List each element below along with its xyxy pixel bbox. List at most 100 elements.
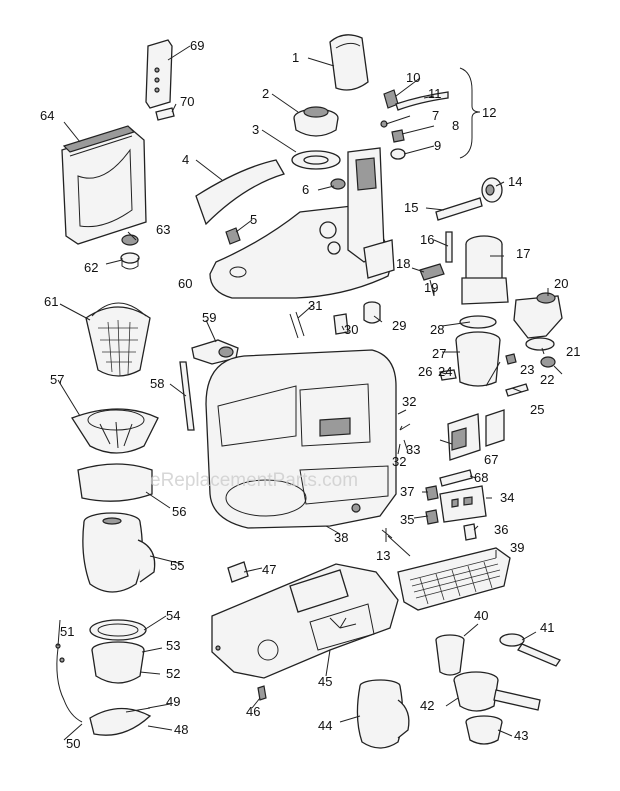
part-13-screw [381,528,393,542]
part-30-plug [333,313,349,335]
bracket-12 [459,67,481,159]
part-40-cup [435,634,465,676]
part-70-block [155,107,175,121]
callout-6: 6 [302,182,309,197]
callout-70: 70 [180,94,194,109]
callout-34: 34 [500,490,514,505]
callout-69: 69 [190,38,204,53]
part-48-49-clip [89,707,152,736]
callout-60: 60 [178,276,192,291]
callout-63: 63 [156,222,170,237]
callout-25: 25 [530,402,544,417]
callout-59: 59 [202,310,216,325]
callout-14: 14 [508,174,522,189]
part-60-upper-housing [209,147,395,299]
callout-36: 36 [494,522,508,537]
part-34-pcb [439,485,487,523]
callout-64: 64 [40,108,54,123]
callout-41: 41 [540,620,554,635]
part-43-filter-insert [465,715,503,745]
callout-11: 11 [428,86,442,101]
leader-lines [57,45,563,741]
callout-15: 15 [404,200,418,215]
part-18-pump [461,235,509,305]
part-44-thermal-carafe [356,679,410,749]
part-46-screw [257,685,267,701]
callout-57: 57 [50,372,64,387]
part-55-carafe [82,512,156,593]
callout-16: 16 [420,232,434,247]
part-39-drip-grate [397,547,511,611]
callout-54: 54 [166,608,180,623]
part-53-52-base [91,641,145,684]
callout-20: 20 [554,276,568,291]
part-28-27-tank [455,315,501,387]
callout-68: 68 [474,470,488,485]
callout-56: 56 [172,504,186,519]
part-54-ring [89,619,147,641]
part-64-reservoir [61,125,147,245]
callout-10: 10 [406,70,420,85]
part-69-clip [145,39,173,109]
part-14-motor-cap [481,177,503,203]
callout-29: 29 [392,318,406,333]
callout-17: 17 [516,246,530,261]
part-4-shroud [195,159,285,226]
part-68-strip [439,469,473,487]
callout-42: 42 [420,698,434,713]
part-47-tab [227,561,249,583]
callout-9: 9 [434,138,441,153]
callout-61: 61 [44,294,58,309]
part-32-33-terminals [397,409,411,453]
callout-31: 31 [308,298,322,313]
callout-24: 24 [438,364,452,379]
callout-62: 62 [84,260,98,275]
callout-8: 8 [452,118,459,133]
part-16-tube [445,231,453,263]
callout-28: 28 [430,322,444,337]
callout-18: 18 [396,256,410,271]
watermark: eReplacementParts.com [150,470,358,491]
callout-32: 32 [402,394,416,409]
callout-49: 49 [166,694,180,709]
callout-7: 7 [432,108,439,123]
callout-46: 46 [246,704,260,719]
part-3-gasket [291,150,341,170]
callout-67: 67 [484,452,498,467]
callout-21: 21 [566,344,580,359]
part-35-36-37-switches [425,485,477,541]
callout-55: 55 [170,558,184,573]
callout-4: 4 [182,152,189,167]
callout-22: 22 [540,372,554,387]
callout-27: 27 [432,346,446,361]
callout-52: 52 [166,666,180,681]
part-62-63-valve [120,234,140,270]
callout-51: 51 [60,624,74,639]
callout-5: 5 [250,212,257,227]
callout-23: 23 [520,362,534,377]
callout-13: 13 [376,548,390,563]
part-38-main-housing [205,349,397,529]
part-56-shroud [77,463,153,502]
callout-44: 44 [318,718,332,733]
callout-43: 43 [514,728,528,743]
part-50-51-cord [55,643,83,723]
part-31-spring [289,311,305,339]
part-45-bottom-plate [211,563,399,679]
callout-19: 19 [424,280,438,295]
callout-12: 12 [482,105,496,120]
callout-32: 32 [392,454,406,469]
callout-30: 30 [344,322,358,337]
part-15-rod [435,197,483,221]
part-1-cover [329,34,369,91]
part-2-knob [293,106,339,137]
callout-47: 47 [262,562,276,577]
callout-40: 40 [474,608,488,623]
callout-58: 58 [150,376,164,391]
part-41-scoop [499,633,561,667]
part-58-tube [179,361,195,431]
part-29-cap [363,301,381,324]
